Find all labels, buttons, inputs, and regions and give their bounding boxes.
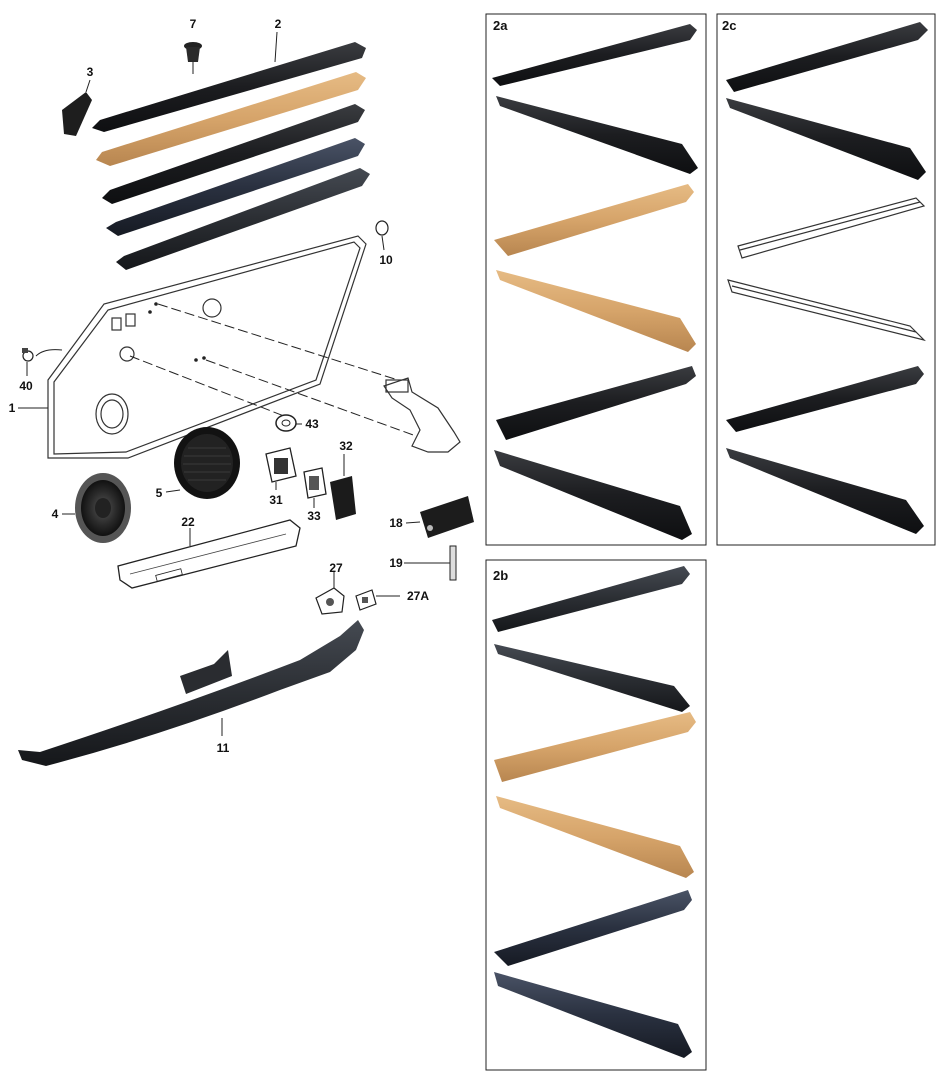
part-11-armrest <box>18 620 364 766</box>
callout-22: 22 <box>181 515 195 529</box>
callout-27: 27 <box>329 561 343 575</box>
callout-2: 2 <box>275 17 282 31</box>
panel-2a: 2a <box>485 13 707 546</box>
callout-5: 5 <box>156 486 163 500</box>
panel-label-2c: 2c <box>722 18 736 33</box>
part-5-speaker-grille <box>174 427 240 499</box>
part-18-cover-plate <box>405 496 474 538</box>
callout-31: 31 <box>269 493 283 507</box>
part-31-switch-housing <box>265 447 297 490</box>
callout-10: 10 <box>379 253 393 267</box>
part-40-fastener <box>22 348 34 376</box>
callout-11: 11 <box>217 741 230 755</box>
part-43-grommet <box>275 414 302 432</box>
part-2-trim-stack <box>92 42 370 270</box>
callout-27a: 27A <box>407 589 429 603</box>
part-3-end-cap <box>62 92 92 136</box>
callout-33: 33 <box>307 509 321 523</box>
callout-19: 19 <box>389 556 403 570</box>
door-handle-bracket <box>383 377 461 453</box>
part-27-latch <box>315 572 345 615</box>
callout-3: 3 <box>87 65 94 79</box>
part-33-switch-frame <box>303 467 327 508</box>
panel-2b: 2b <box>485 559 707 1071</box>
panel-label-2b: 2b <box>493 568 508 583</box>
part-19-pin <box>404 545 457 581</box>
part-27a-clip <box>355 589 400 611</box>
panel-2c: 2c <box>716 13 936 546</box>
callout-7: 7 <box>190 17 197 31</box>
callout-1: 1 <box>9 401 16 415</box>
panel-label-2a: 2a <box>493 18 508 33</box>
part-4-speaker <box>75 473 131 543</box>
callout-4: 4 <box>52 507 59 521</box>
assembly-lines <box>35 303 417 437</box>
part-32-switch <box>330 454 356 520</box>
callout-32: 32 <box>339 439 353 453</box>
part-22-armrest-bracket <box>117 519 301 589</box>
callout-18: 18 <box>389 516 403 530</box>
part-10-clip <box>375 220 389 251</box>
part-7-grommet <box>184 42 202 74</box>
callout-43: 43 <box>305 417 319 431</box>
part-1-door-panel <box>47 235 367 459</box>
callout-40: 40 <box>19 379 33 393</box>
